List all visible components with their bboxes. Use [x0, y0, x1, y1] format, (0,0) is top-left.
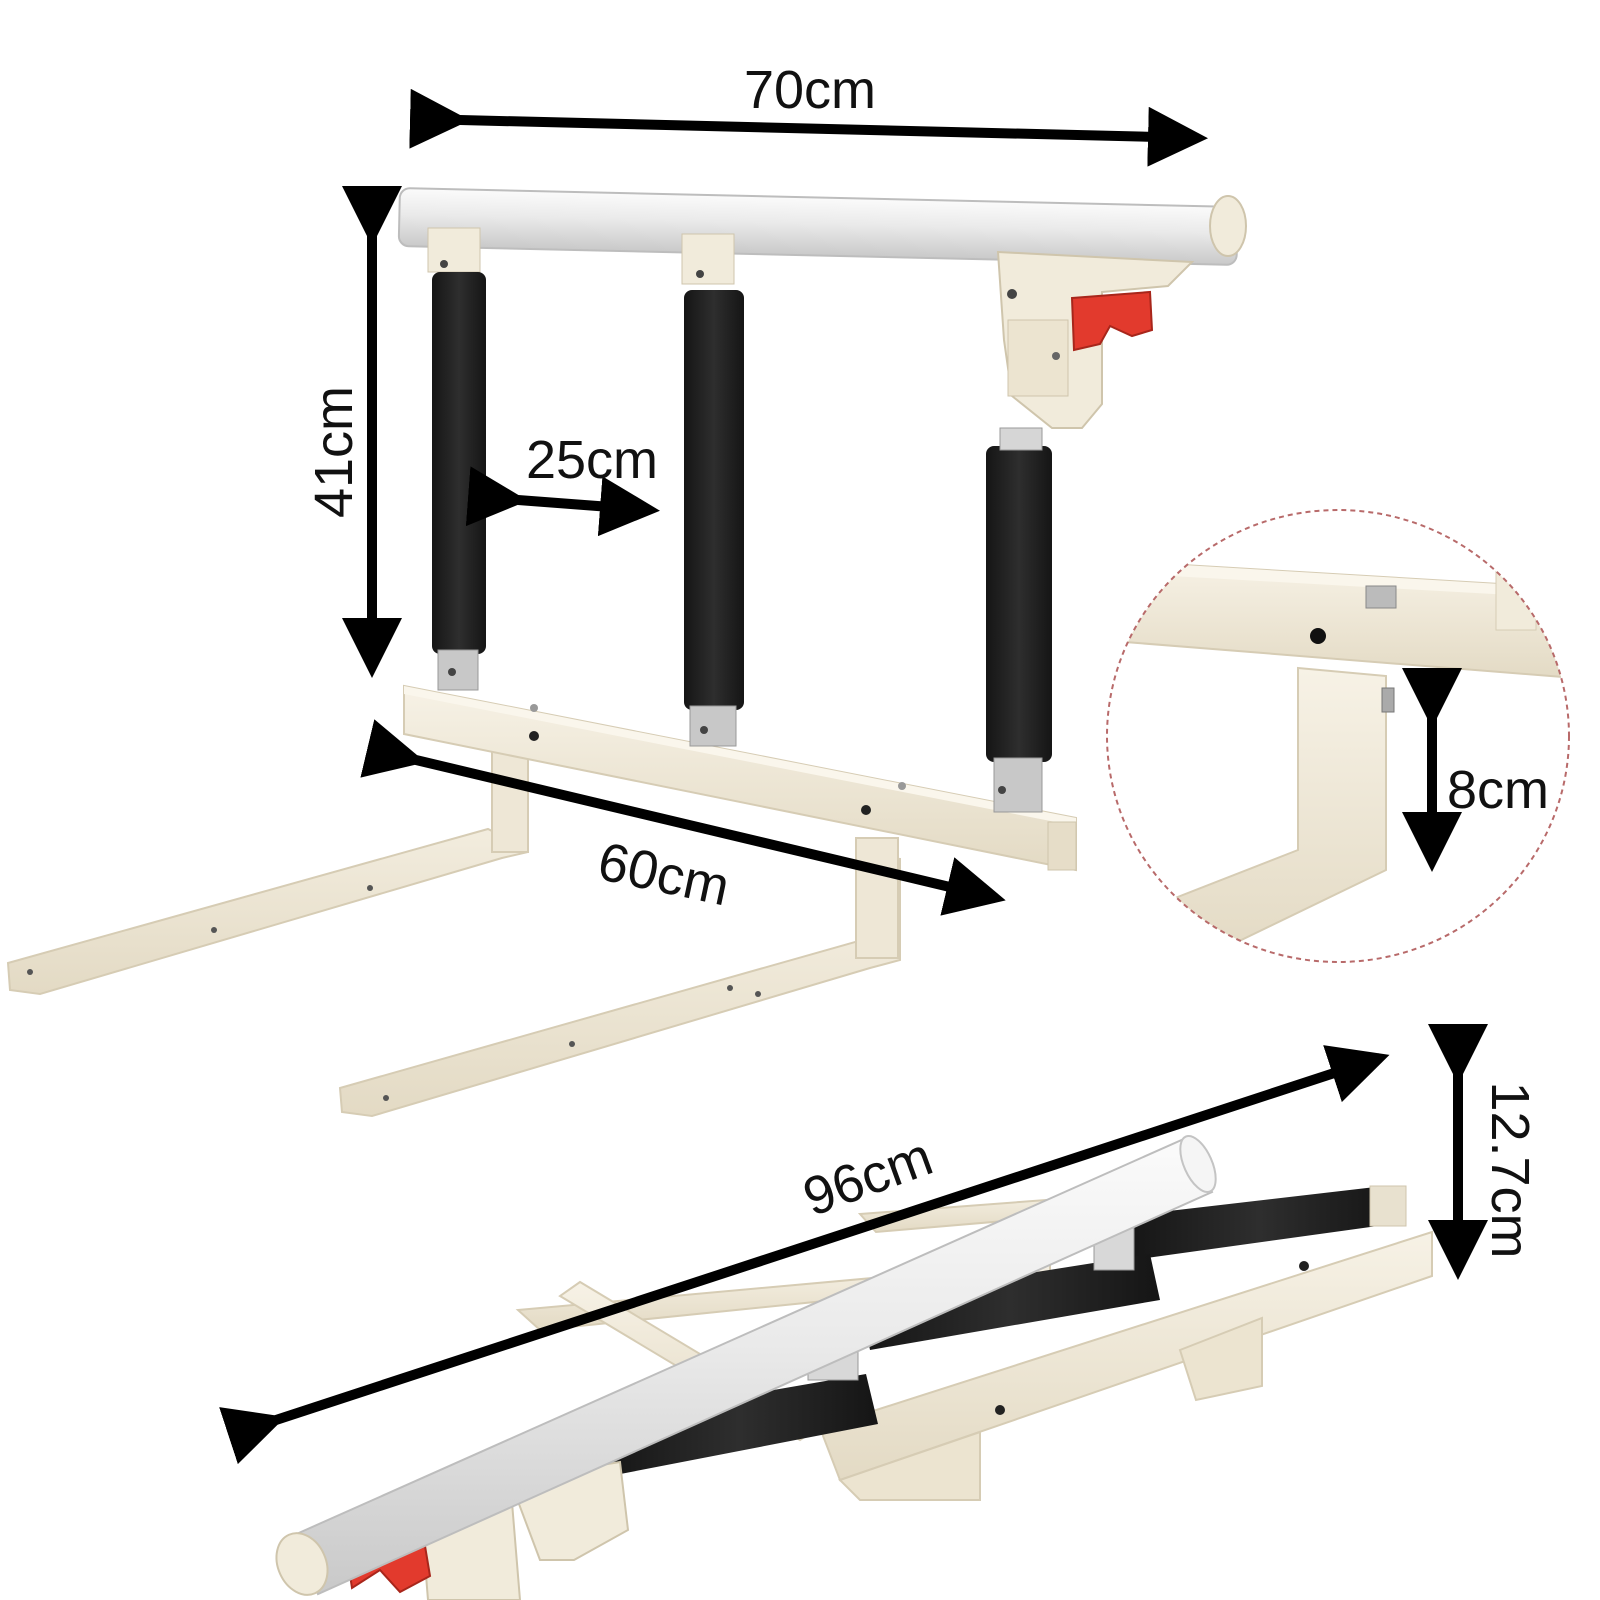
upright-rail-illustration	[6, 187, 1247, 1118]
dimension-arrows	[219, 88, 1488, 1465]
foam-post-left	[432, 272, 486, 654]
label-bracket-height: 8cm	[1447, 760, 1549, 820]
label-spacing: 25cm	[526, 430, 658, 490]
top-handrail	[397, 187, 1239, 266]
floor-arm-left	[6, 780, 529, 996]
label-width: 70cm	[744, 60, 876, 120]
label-height: 41cm	[304, 386, 364, 518]
bracket-detail-inset	[1106, 509, 1570, 963]
red-release-lever	[1070, 290, 1154, 352]
arrow-folded-length	[219, 1045, 1390, 1465]
foam-post-middle	[684, 290, 744, 710]
arrow-width	[409, 88, 1208, 167]
foam-post-right	[986, 446, 1052, 762]
detail-circle-outline	[1106, 509, 1570, 963]
arrow-spacing	[465, 466, 660, 537]
label-folded-height: 12.7cm	[1480, 1081, 1540, 1258]
label-arm-length: 60cm	[593, 831, 735, 917]
arm-upright-left	[491, 751, 529, 853]
folding-latch	[996, 250, 1195, 429]
arm-upright-right	[855, 837, 899, 959]
floor-arm-right	[338, 857, 901, 1118]
arrow-arm-length	[360, 719, 1006, 916]
